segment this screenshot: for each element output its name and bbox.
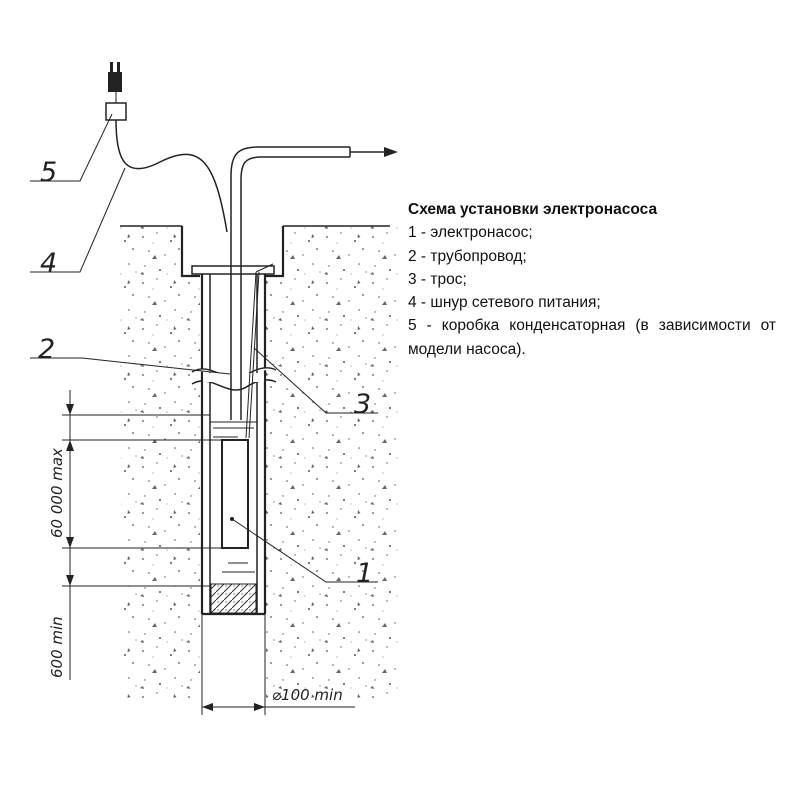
legend-item-5: 5 - коробка конденсаторная (в зависимост…: [408, 317, 776, 358]
rope: [245, 263, 274, 439]
plug-icon: [108, 62, 122, 92]
flow-direction-arrow: [384, 147, 398, 157]
callout-1: 1: [356, 558, 373, 589]
power-cord: [115, 119, 228, 233]
legend-item-4: 4 - шнур сетевого питания;: [408, 294, 601, 312]
wellhead-pit: [180, 226, 285, 278]
legend: Схема установки электронасоса 1 - электр…: [408, 198, 776, 361]
capacitor-box: [105, 102, 127, 121]
depth-dimensions: 60 000 max 600 min: [48, 390, 222, 680]
pipeline: [230, 146, 398, 420]
legend-title: Схема установки электронасоса: [408, 201, 658, 218]
soil: [120, 225, 400, 700]
bottom-min-label: 600 min: [48, 616, 66, 678]
legend-item-1: 1 - электронасос;: [408, 224, 533, 242]
water-column: [210, 421, 257, 573]
pump-body: [221, 439, 249, 549]
well-cap: [191, 265, 275, 275]
callout-5: 5: [40, 157, 57, 188]
depth-max-label: 60 000 max: [48, 448, 66, 538]
diameter-min-label: ⌀100 min: [272, 686, 343, 704]
diameter-dimension: ⌀100 min: [201, 614, 355, 715]
well-bottom-sediment: [210, 583, 257, 614]
callout-2: 2: [38, 334, 55, 365]
well-casing: [200, 274, 267, 616]
callout-4: 4: [40, 248, 57, 279]
legend-item-2: 2 - трубопровод;: [408, 247, 527, 265]
callout-3: 3: [354, 389, 371, 420]
legend-item-3: 3 - трос;: [408, 270, 467, 288]
